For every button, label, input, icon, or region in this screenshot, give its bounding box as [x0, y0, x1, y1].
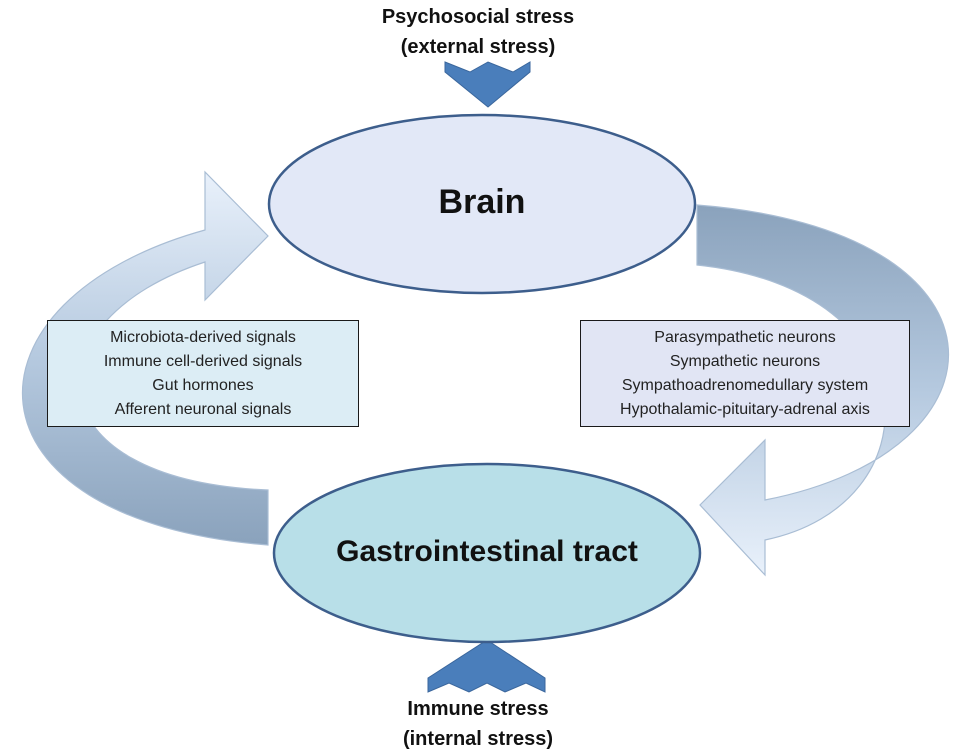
gut-to-brain-arrow [21, 170, 269, 546]
signal-item: Immune cell-derived signals [103, 352, 303, 370]
pathway-item: Sympathoadrenomedullary system [621, 376, 869, 394]
pathway-item: Hypothalamic-pituitary-adrenal axis [620, 400, 870, 418]
internal-stress-arrow [427, 639, 546, 693]
signal-item: Gut hormones [152, 376, 254, 394]
gut-to-brain-signals-box: Microbiota-derived signals Immune cell-d… [47, 320, 359, 427]
pathway-item: Sympathetic neurons [669, 352, 821, 370]
signal-item: Microbiota-derived signals [110, 328, 296, 346]
brain-node [267, 113, 697, 295]
external-stress-label: Psychosocial stress (external stress) [298, 2, 658, 62]
external-stress-line1: Psychosocial stress [381, 6, 575, 28]
internal-stress-line1: Immune stress [407, 698, 549, 720]
brain-to-gut-pathways-box: Parasympathetic neurons Sympathetic neur… [580, 320, 910, 427]
external-stress-line2: (external stress) [400, 36, 556, 58]
gut-label: Gastrointestinal tract [336, 535, 638, 568]
signal-item: Afferent neuronal signals [114, 400, 292, 418]
pathway-item: Parasympathetic neurons [654, 328, 836, 346]
internal-stress-label: Immune stress (internal stress) [298, 694, 658, 754]
external-stress-arrow [444, 61, 531, 108]
gut-node [272, 462, 702, 644]
brain-label: Brain [438, 183, 526, 221]
internal-stress-line2: (internal stress) [402, 728, 554, 750]
